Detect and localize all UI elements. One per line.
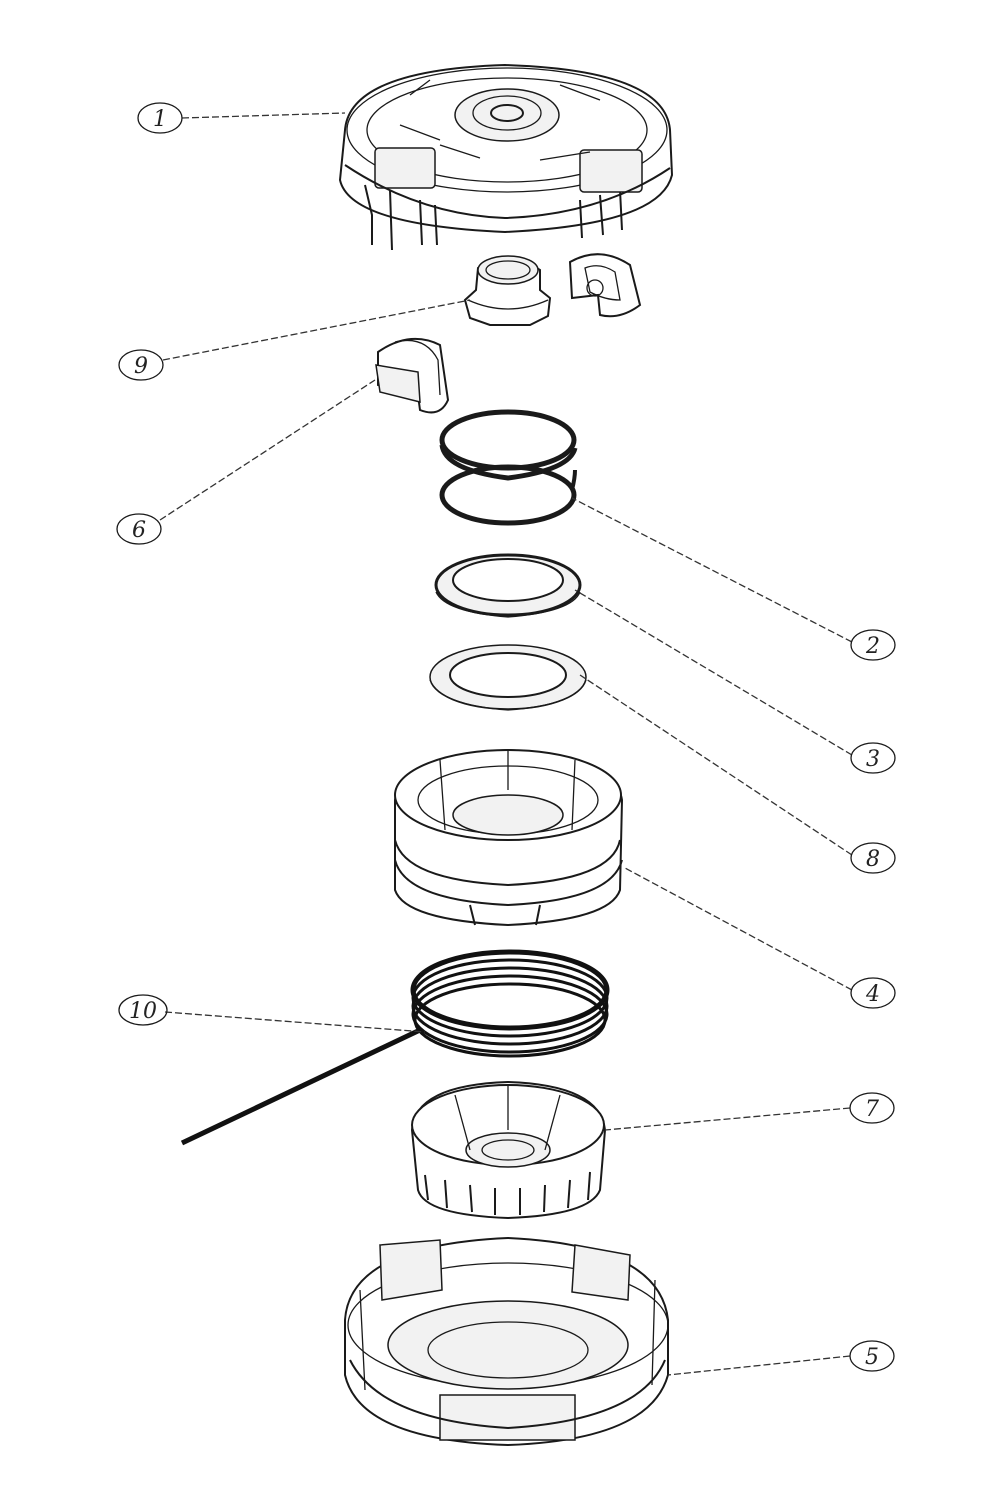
leader-10 [164,1011,426,1033]
leader-2 [571,497,853,643]
leader-1 [181,112,346,119]
svg-text:3: 3 [866,747,880,772]
leader-5 [667,1355,851,1376]
svg-text:9: 9 [134,354,148,379]
svg-text:1: 1 [153,107,167,132]
part-8-flat-washer [429,644,587,711]
eyelet-right [568,253,642,318]
callout-1: 1 [137,102,183,134]
leader-lines [159,112,853,1376]
callout-6: 6 [116,513,162,545]
part-4-spool [394,748,624,927]
part-1-top-cover [338,63,674,251]
leader-3 [574,589,853,756]
part-6-eyelet [375,337,450,414]
callout-9: 9 [118,349,164,381]
svg-text:8: 8 [866,847,880,872]
svg-text:4: 4 [865,982,880,1007]
callout-8: 8 [850,842,896,874]
part-5-base-housing [344,1236,669,1447]
callout-2: 2 [850,629,896,661]
callout-5: 5 [849,1340,895,1372]
callout-7: 7 [849,1092,895,1124]
part-2-spring [439,409,578,526]
leader-7 [604,1107,851,1131]
svg-text:2: 2 [865,634,880,659]
svg-text:6: 6 [132,518,146,543]
part-7-hub [410,1080,607,1220]
leader-9 [162,299,471,361]
part-3-washer [434,553,582,618]
callout-3: 3 [850,742,896,774]
svg-text:7: 7 [865,1097,879,1122]
part-10-trimmer-line [180,949,610,1146]
callout-4: 4 [850,977,896,1009]
callout-10: 10 [118,994,168,1026]
svg-text:10: 10 [129,999,157,1024]
part-9-nut [463,255,552,326]
leader-8 [579,674,853,856]
leader-6 [159,379,376,521]
svg-text:5: 5 [865,1345,879,1370]
leader-4 [624,867,853,991]
